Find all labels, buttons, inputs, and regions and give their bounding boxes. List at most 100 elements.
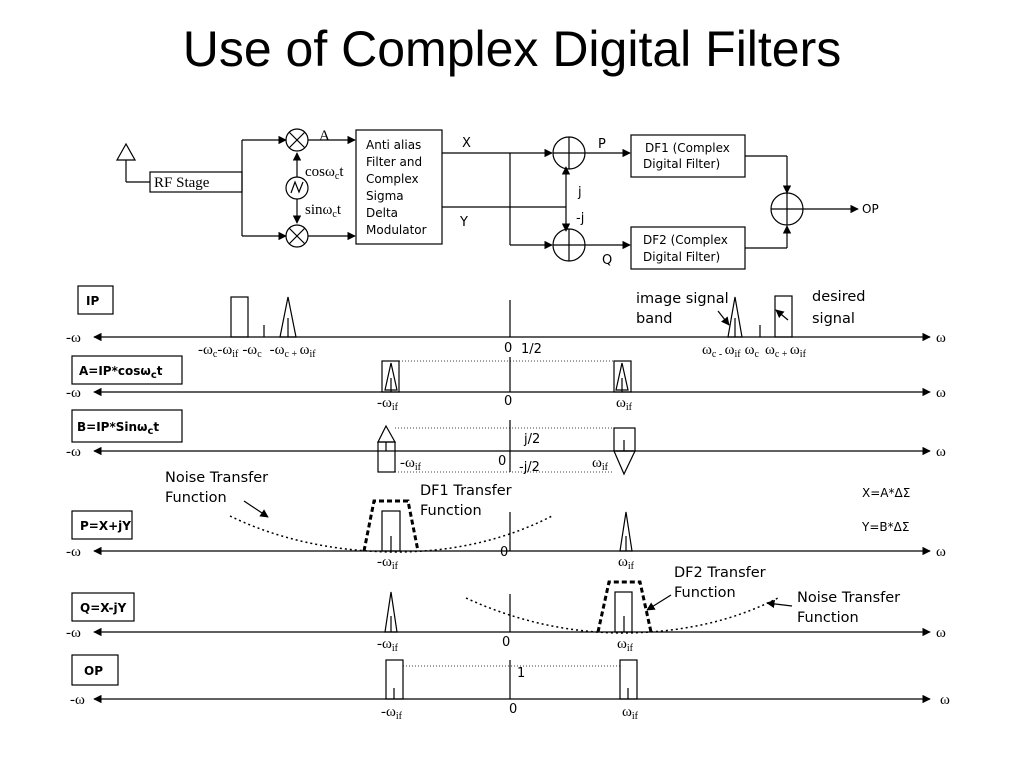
one-label: 1 xyxy=(517,666,525,681)
desired-signal-label-2: signal xyxy=(812,311,855,327)
modulator-box xyxy=(355,129,443,245)
a-pos-if: ωif xyxy=(616,395,633,413)
axis-end-labels: -ω ω -ω ω -ω ω -ω ω -ω ω -ω ω xyxy=(66,330,950,708)
a-spectrum xyxy=(381,360,632,393)
row-label-q-box xyxy=(71,592,135,622)
zero-labels: 0 0 0 0 0 0 xyxy=(498,341,517,717)
svg-text:Sigma: Sigma xyxy=(366,189,404,203)
slide-title: Use of Complex Digital Filters xyxy=(182,21,842,77)
svg-text:ω: ω xyxy=(936,330,946,346)
p-noise-tf-label-2: Function xyxy=(165,490,227,506)
q-noise-tf-label-2: Function xyxy=(797,610,859,626)
df1-tf-label-2: Function xyxy=(420,503,482,519)
p-noise-curve xyxy=(229,515,553,553)
p-df1-transfer-curve xyxy=(362,499,420,552)
row-label-b-box xyxy=(71,409,183,443)
p-neg-if: -ωif xyxy=(377,554,399,572)
b-neg-if: -ωif xyxy=(400,455,422,473)
q-noise-curve xyxy=(465,597,779,634)
svg-text:0: 0 xyxy=(509,702,517,717)
row-label-b: B=IP*Sinωct xyxy=(77,420,159,437)
svg-text:0: 0 xyxy=(504,394,512,409)
x-equation: X=A*ΔΣ xyxy=(862,486,910,500)
mixer-a-label: A xyxy=(319,128,330,144)
lo-cos-label: cosωct xyxy=(305,164,344,182)
j-label: j xyxy=(577,185,582,200)
modulator-label: Anti alias Filter and Complex Sigma Delt… xyxy=(366,138,427,237)
row-label-p-box xyxy=(71,510,133,540)
half-label: 1/2 xyxy=(521,342,542,357)
ip-spectrum xyxy=(230,295,793,338)
mixer-icon xyxy=(285,128,309,152)
svg-text:0: 0 xyxy=(504,341,512,356)
svg-text:0: 0 xyxy=(500,545,508,560)
op-neg-if: -ωif xyxy=(381,704,403,722)
image-signal-label-1: image signal xyxy=(636,291,729,307)
row-label-q: Q=X-jY xyxy=(80,601,127,615)
df1-label-1: DF1 (Complex xyxy=(645,141,730,155)
df2-label-2: Digital Filter) xyxy=(643,250,720,264)
svg-text:-ω: -ω xyxy=(66,330,81,346)
svg-text:Filter and: Filter and xyxy=(366,155,422,169)
p-signal-label: P xyxy=(598,137,606,152)
svg-text:Delta: Delta xyxy=(366,206,398,220)
svg-text:0: 0 xyxy=(502,635,510,650)
df1-tf-label-1: DF1 Transfer xyxy=(420,483,512,499)
q-neg-if: -ωif xyxy=(377,636,399,654)
svg-text:ω: ω xyxy=(936,444,946,460)
svg-text:-ω: -ω xyxy=(66,444,81,460)
op-spectrum xyxy=(385,659,638,700)
row-label-a-box xyxy=(71,355,183,385)
rf-stage-label: RF Stage xyxy=(154,175,210,191)
lo-sin-label: sinωct xyxy=(305,202,342,220)
svg-text:Anti alias: Anti alias xyxy=(366,138,421,152)
row-label-a: A=IP*cosωct xyxy=(79,364,163,381)
df2-tf-label-2: Function xyxy=(674,585,736,601)
a-neg-if: -ωif xyxy=(377,395,399,413)
q-noise-tf-label-1: Noise Transfer xyxy=(797,590,900,606)
svg-text:-ω: -ω xyxy=(66,625,81,641)
b-pos-if: ωif xyxy=(592,455,609,473)
oscillator-icon xyxy=(285,152,309,224)
df2-label-1: DF2 (Complex xyxy=(643,233,728,247)
y-signal-label: Y xyxy=(459,215,468,230)
svg-text:0: 0 xyxy=(498,454,506,469)
svg-text:ω: ω xyxy=(936,544,946,560)
summer-icon xyxy=(552,228,586,262)
mixer-icon xyxy=(285,224,309,248)
minus-j-label: -j xyxy=(576,211,584,226)
op-output-label: OP xyxy=(862,202,879,216)
df2-tf-label-1: DF2 Transfer xyxy=(674,565,766,581)
block-diagram xyxy=(115,128,859,270)
desired-signal-label-1: desired xyxy=(812,289,865,305)
q-spectrum xyxy=(384,580,793,634)
svg-text:ω: ω xyxy=(936,385,946,401)
row-label-ip-box xyxy=(77,285,114,315)
svg-text:-ω: -ω xyxy=(70,692,85,708)
p-noise-tf-label-1: Noise Transfer xyxy=(165,470,268,486)
b-spectrum xyxy=(377,424,636,476)
row-label-op-box xyxy=(71,654,119,686)
svg-text:-ω: -ω xyxy=(66,385,81,401)
summer-icon xyxy=(552,136,586,170)
q-df2-transfer-curve xyxy=(596,580,653,633)
ip-left-ticks: -ωc-ωif-ωc-ωc + ωif xyxy=(198,342,316,360)
row-label-op: OP xyxy=(84,664,103,678)
antenna-icon xyxy=(115,142,150,183)
svg-text:Modulator: Modulator xyxy=(366,223,427,237)
p-pos-if: ωif xyxy=(618,554,635,572)
q-pos-if: ωif xyxy=(617,636,634,654)
q-signal-label: Q xyxy=(602,253,612,268)
svg-text:ω: ω xyxy=(940,692,950,708)
row-label-ip: IP xyxy=(86,294,99,308)
df1-label-2: Digital Filter) xyxy=(643,157,720,171)
svg-text:ω: ω xyxy=(936,625,946,641)
p-spectrum xyxy=(229,499,633,553)
row-label-p: P=X+jY xyxy=(80,519,131,533)
image-signal-label-2: band xyxy=(636,311,672,327)
x-signal-label: X xyxy=(462,136,471,151)
op-pos-if: ωif xyxy=(622,704,639,722)
svg-text:Complex: Complex xyxy=(366,172,419,186)
y-equation: Y=B*ΔΣ xyxy=(861,520,909,534)
